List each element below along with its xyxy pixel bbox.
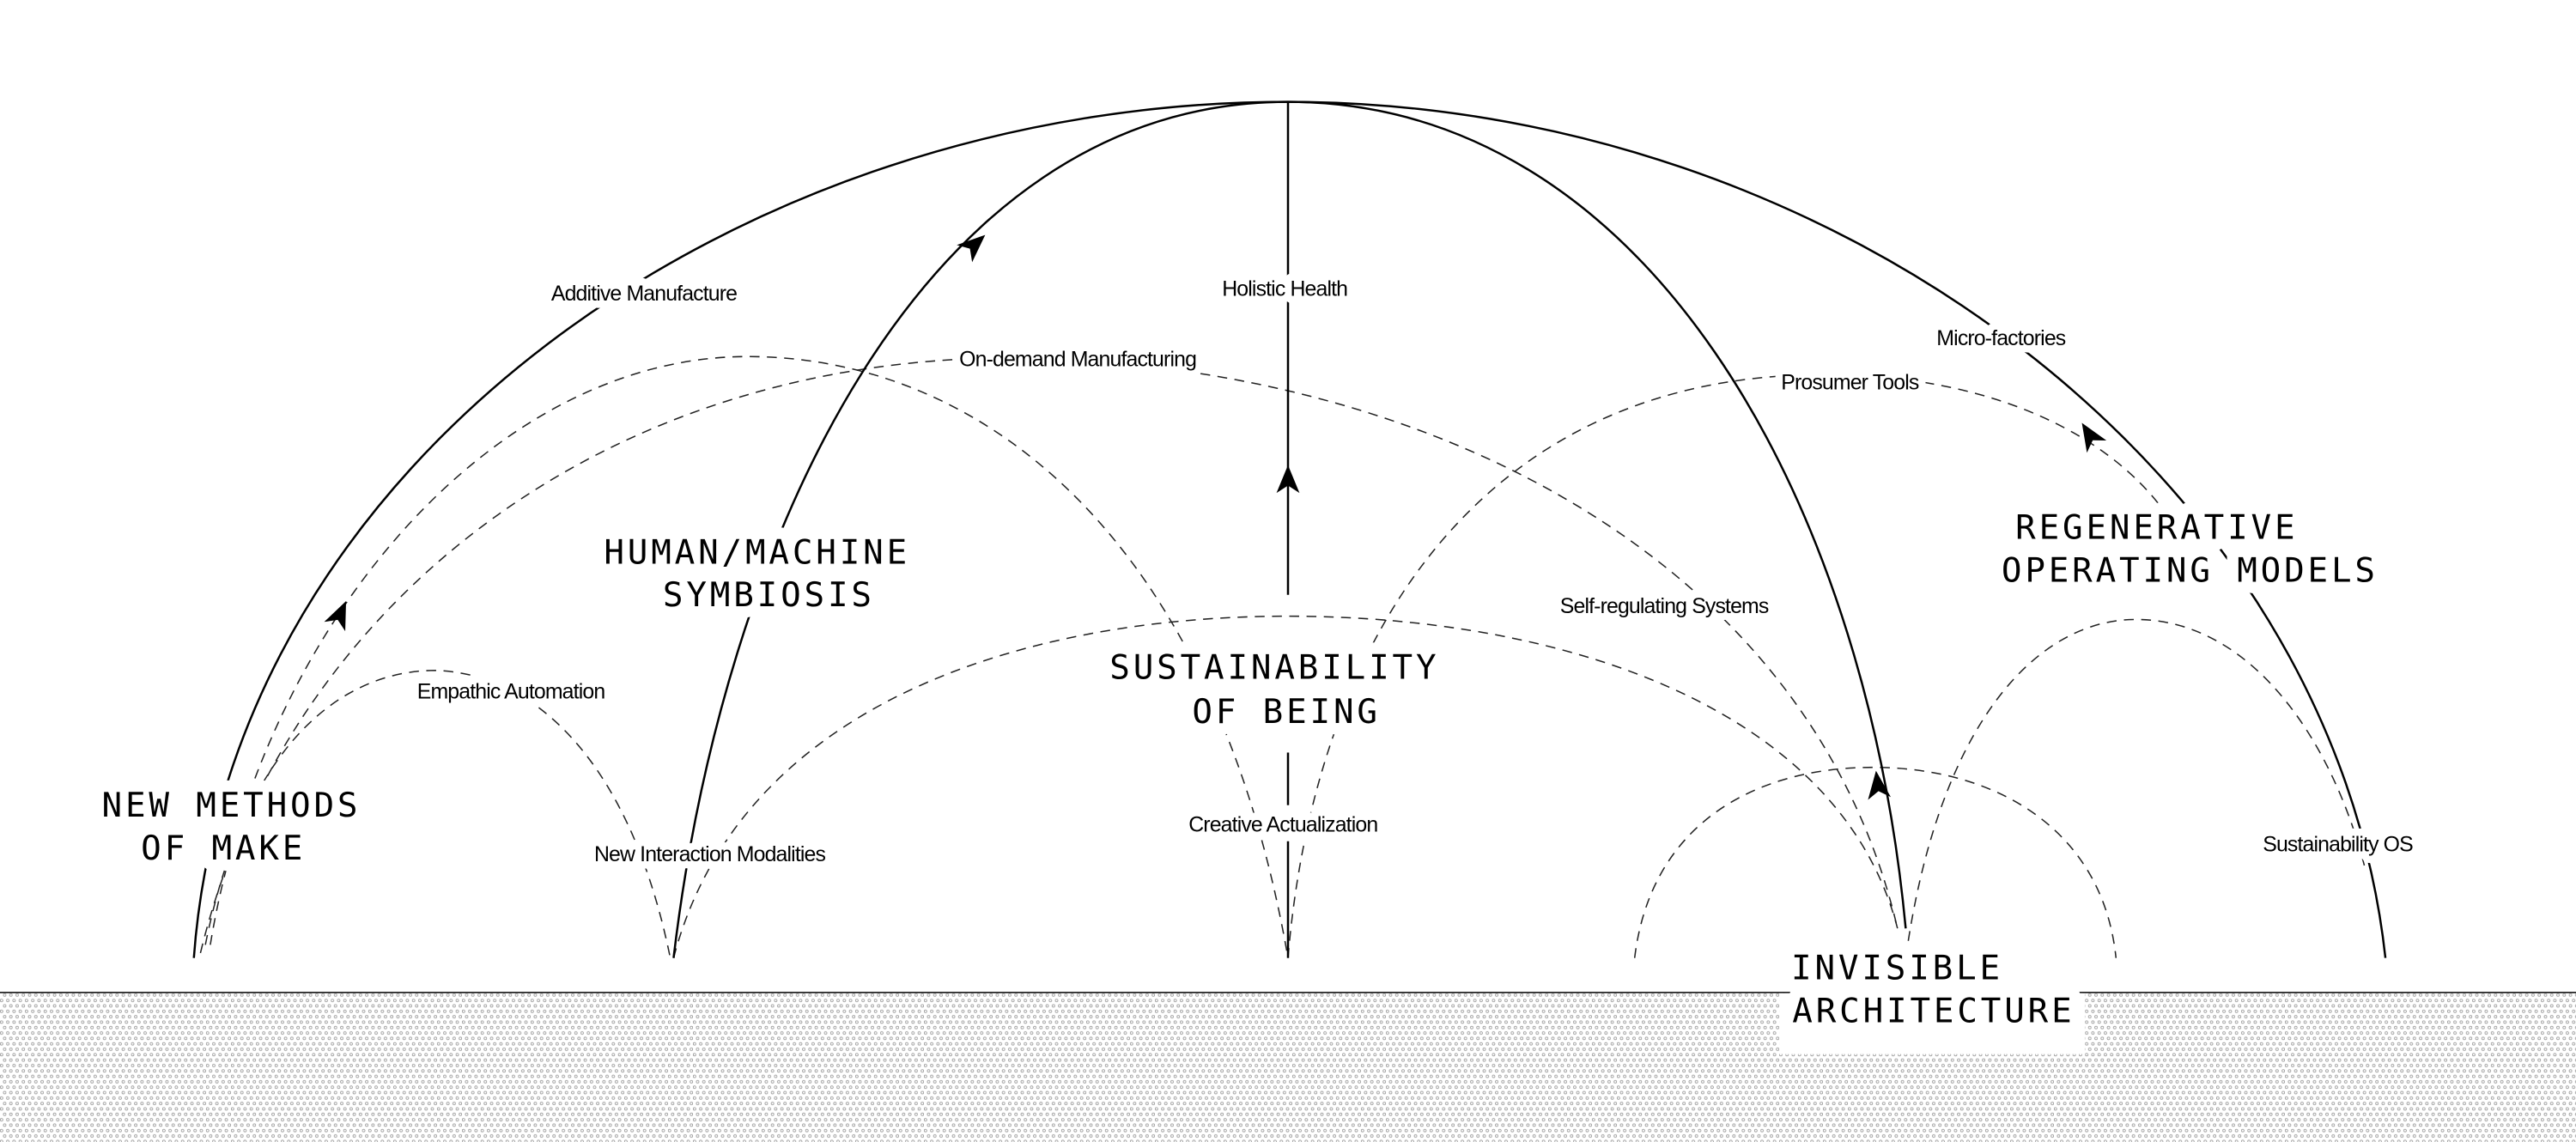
label-sustainability-os: Sustainability OS (2263, 832, 2413, 856)
theme-regenerative-operating-models: REGENERATIVE OPERATING MODELS (2002, 509, 2379, 591)
label-self-regulating-systems: Self-regulating Systems (1560, 594, 1769, 618)
arrow-up-icon (2081, 422, 2107, 453)
dashed-arc-invisible (1633, 766, 2117, 958)
label-micro-factories: Micro-factories (1936, 326, 2065, 350)
dashed-arc-interaction (672, 615, 1899, 958)
label-on-demand-manufacturing: On-demand Manufacturing (959, 348, 1196, 372)
dashed-arc-regenerative (1905, 618, 2366, 958)
arrow-up-icon (1276, 465, 1300, 494)
label-holistic-health: Holistic Health (1222, 276, 1347, 301)
theme-human-machine-symbiosis: HUMAN/MACHINE SYMBIOSIS (604, 533, 933, 615)
label-creative-actualization: Creative Actualization (1188, 812, 1377, 836)
label-prosumer-tools: Prosumer Tools (1781, 371, 1919, 395)
dashed-arc-on-demand (199, 357, 1899, 954)
theme-sustainability-of-being: SUSTAINABILITY OF BEING (1109, 648, 1463, 732)
label-new-interaction-modalities: New Interaction Modalities (594, 842, 826, 866)
theme-invisible-architecture: INVISIBLE ARCHITECTURE (1791, 950, 2075, 1031)
dashed-arc-empathic (204, 670, 671, 958)
ground-texture (0, 992, 2576, 1142)
arrow-up-icon (957, 234, 986, 263)
theme-new-methods-of-make: NEW METHODS OF MAKE (102, 787, 385, 868)
arrow-up-icon (324, 600, 347, 632)
label-empathic-automation: Empathic Automation (417, 679, 605, 703)
arrow-up-icon (1868, 770, 1892, 800)
label-additive-manufacture: Additive Manufacture (551, 282, 737, 306)
invisible-architecture-box (1779, 993, 2085, 1054)
dashed-arc-prosumer (1287, 374, 2170, 958)
